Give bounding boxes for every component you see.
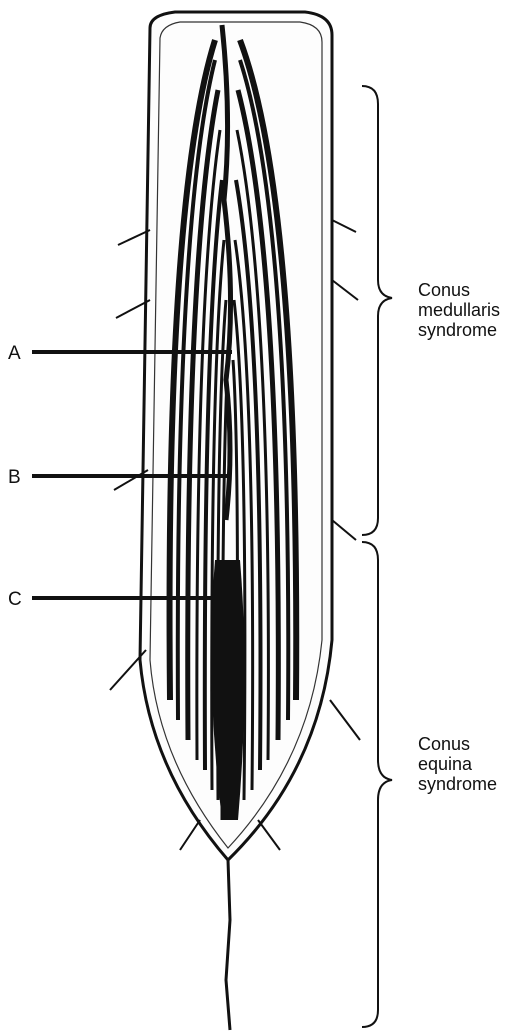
label-a: A <box>8 343 21 364</box>
conus-medullaris-label: Conus medullaris syndrome <box>418 280 505 340</box>
label-c: C <box>8 589 22 610</box>
upper-bracket <box>362 86 392 535</box>
conus-equina-label: Conus equina syndrome <box>418 734 497 794</box>
filum-terminale <box>226 860 230 1030</box>
label-b: B <box>8 467 21 488</box>
lower-bracket <box>362 542 392 1027</box>
